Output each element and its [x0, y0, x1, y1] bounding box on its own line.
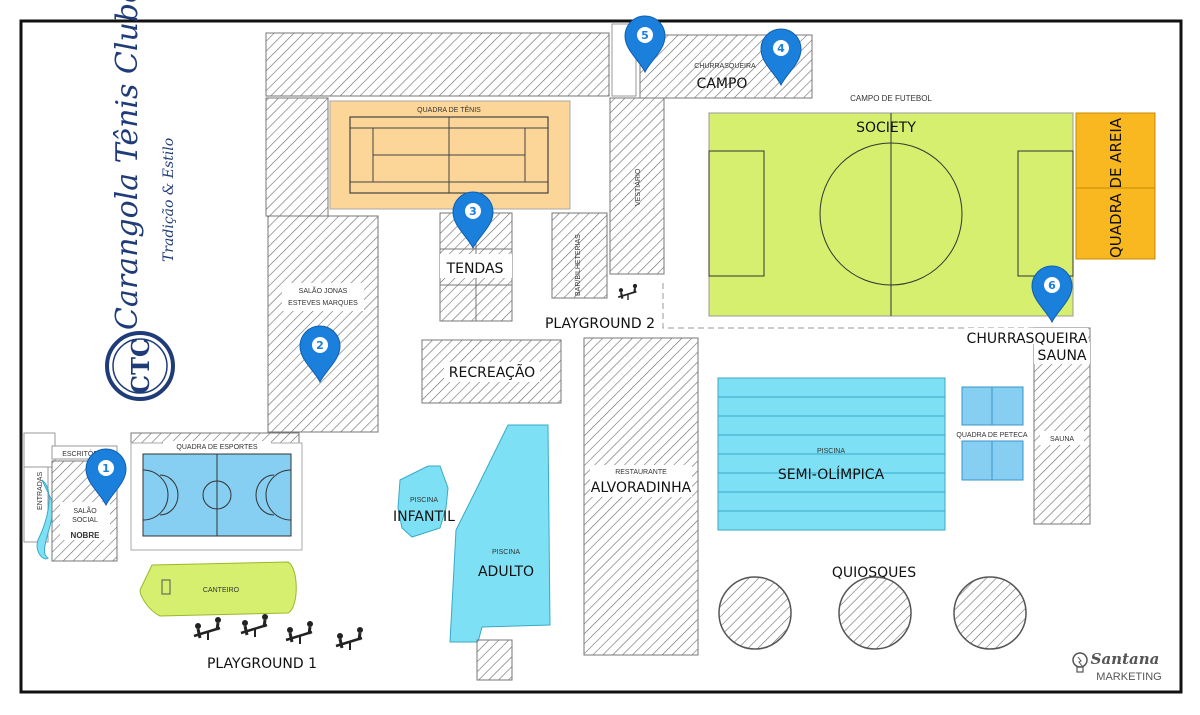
- top-strip: [265, 32, 610, 97]
- piscina-infantil-label: PISCINA: [410, 497, 438, 504]
- dashed-path: [662, 283, 1034, 329]
- tennis-court: QUADRA DE TÊNIS: [329, 100, 571, 210]
- semi-olimpica-label: SEMI-OLÍMPICA: [778, 466, 885, 483]
- club-subtitle: Tradição & Estilo: [161, 138, 177, 262]
- tennis-label: QUADRA DE TÊNIS: [417, 105, 481, 114]
- infantil-label: INFANTIL: [393, 509, 455, 525]
- marker-1[interactable]: 1: [85, 448, 127, 506]
- quiosque-2: [838, 576, 912, 650]
- pool-house: [476, 639, 513, 681]
- campo-futebol-label: CAMPO DE FUTEBOL: [850, 94, 932, 103]
- sand-court-label: QUADRA DE AREIA: [1107, 117, 1125, 258]
- sand-court: QUADRA DE AREIA: [1075, 112, 1156, 260]
- credit-logo: Santana MARKETING: [1072, 650, 1162, 683]
- marker-2[interactable]: 2: [299, 325, 341, 383]
- club-logo: CTC: [105, 331, 175, 401]
- canteiro: [139, 561, 297, 617]
- campo-label: CAMPO: [697, 76, 748, 92]
- tendas-label: TENDAS: [446, 261, 504, 277]
- salao-social-label-2: SOCIAL: [72, 517, 98, 524]
- club-logo-text: CTC: [126, 338, 155, 394]
- sauna-label: SAUNA: [1050, 436, 1074, 443]
- churrasqueira-sauna-label: CHURRASQUEIRA: [967, 331, 1088, 347]
- salao-jonas: [267, 215, 379, 433]
- svg-text:5: 5: [641, 29, 649, 42]
- lightbulb-icon: [1072, 652, 1088, 673]
- playground-2-label: PLAYGROUND 2: [545, 316, 655, 332]
- escritorio-label: ESCRITÓRIO: [62, 449, 106, 458]
- peteca-label: QUADRA DE PETECA: [956, 432, 1028, 439]
- marker-4[interactable]: 4: [760, 28, 802, 86]
- pool-infantil: [397, 465, 449, 538]
- playground-1-label: PLAYGROUND 1: [207, 656, 317, 672]
- entrance-water: [36, 479, 55, 560]
- svg-text:2: 2: [316, 339, 324, 352]
- churrasqueira-campo-label: CHURRASQUEIRA: [694, 63, 756, 70]
- society-label: SOCIETY: [856, 120, 916, 136]
- canteiro-label: CANTEIRO: [203, 587, 240, 594]
- bar-label: BAR/BILHETERIAS: [575, 234, 582, 296]
- salao-jonas-label-2: ESTEVES MARQUES: [288, 300, 358, 307]
- peteca-court: QUADRA DE PETECA: [956, 386, 1028, 481]
- salao-jonas-label-1: SALÃO JONAS: [299, 286, 348, 295]
- sauna-top-label: SAUNA: [1037, 348, 1086, 364]
- svg-text:3: 3: [469, 205, 477, 218]
- quiosques-label: QUIOSQUES: [832, 565, 916, 581]
- vestiario: [609, 97, 665, 275]
- marker-6[interactable]: 6: [1031, 265, 1073, 323]
- sports-court: QUADRA DE ESPORTES: [130, 432, 303, 551]
- piscina-semi-label: PISCINA: [817, 448, 845, 455]
- left-wing: [265, 97, 329, 217]
- credit-name: Santana: [1091, 650, 1160, 668]
- semi-olympic-pool: PISCINA SEMI-OLÍMPICA: [717, 377, 946, 531]
- salao-nobre-label: NOBRE: [71, 531, 101, 540]
- marker-5[interactable]: 5: [624, 15, 666, 73]
- bar-bilheterias: [551, 212, 608, 299]
- quiosque-1: [718, 576, 792, 650]
- svg-text:1: 1: [102, 462, 110, 475]
- recreacao-label: RECREAÇÃO: [449, 364, 535, 381]
- club-brand: Carangola Tênis Clube Tradição & Estilo …: [105, 0, 177, 401]
- restaurante-label: RESTAURANTE: [615, 469, 667, 476]
- soccer-field: CAMPO DE FUTEBOL SOCIETY: [708, 94, 1074, 317]
- svg-text:4: 4: [777, 42, 785, 55]
- alvoradinha-label: ALVORADINHA: [591, 480, 692, 496]
- salao-social-label-1: SALÃO: [73, 506, 97, 515]
- credit-sub: MARKETING: [1096, 671, 1161, 683]
- entradas-label: ENTRADAS: [37, 472, 44, 510]
- gate: [23, 432, 56, 468]
- piscina-adulto-label: PISCINA: [492, 549, 520, 556]
- marker-3[interactable]: 3: [452, 191, 494, 249]
- quiosque-3: [953, 576, 1027, 650]
- svg-text:6: 6: [1048, 279, 1056, 292]
- vestiario-label: VESTIÁRIO: [633, 168, 642, 206]
- club-title: Carangola Tênis Clube: [110, 0, 145, 330]
- adulto-label: ADULTO: [478, 564, 534, 580]
- sports-court-label: QUADRA DE ESPORTES: [176, 444, 258, 451]
